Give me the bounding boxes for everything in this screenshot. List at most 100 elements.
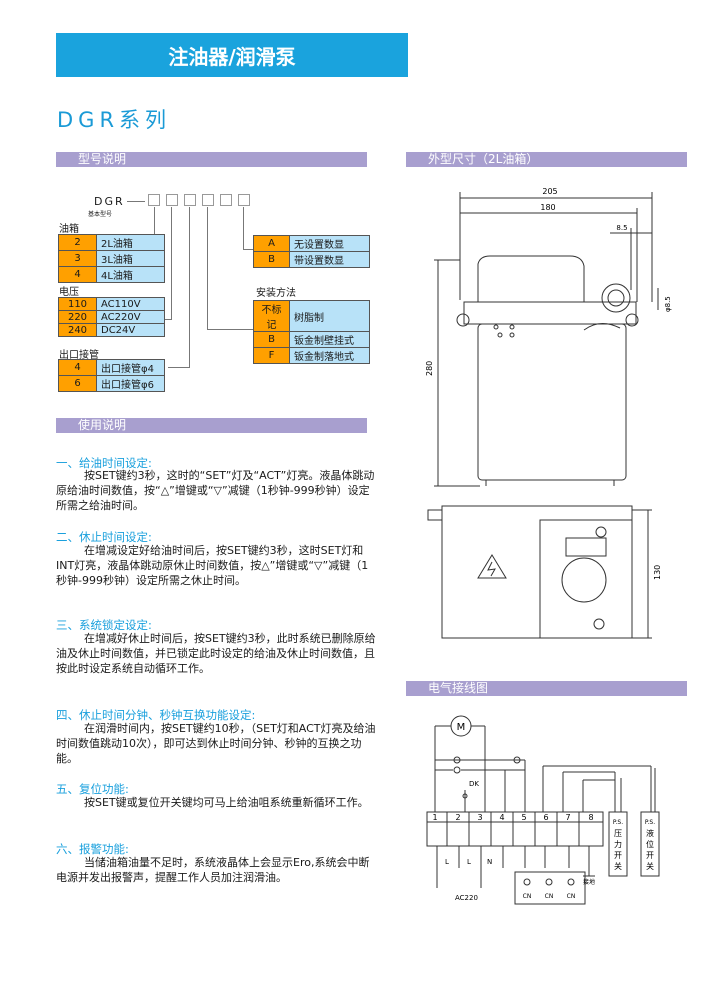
page-banner: 注油器/润滑泵 <box>56 33 408 77</box>
usage-text-3: 在增减好休止时间后，按SET键约3秒，此时系统已删除原给油及休止时间数值，并已锁… <box>56 632 376 675</box>
l1-label: L <box>445 858 449 866</box>
outlet-desc: 出口接管φ4 <box>96 359 165 376</box>
section-model-label: 型号说明 <box>78 152 127 166</box>
voltage-code: 220 <box>58 310 97 324</box>
mount-code: B <box>253 331 290 348</box>
ps1-label: P.S. <box>613 819 623 826</box>
code-box-5 <box>220 194 232 206</box>
motor-label: M <box>457 722 466 733</box>
mount-desc: 树脂制 <box>289 300 370 332</box>
section-wiring-label: 电气接线图 <box>428 681 489 695</box>
display-desc: 带设置数显 <box>289 251 370 268</box>
level-switch <box>640 811 660 877</box>
connector <box>189 207 190 367</box>
mount-group-title: 安装方法 <box>256 288 296 299</box>
terminal-3: 3 <box>477 813 482 822</box>
terminal-block <box>426 811 604 847</box>
cn-label: CN <box>567 893 576 900</box>
ac-label: AC220 <box>455 894 478 902</box>
ps1-char: 开 <box>614 851 622 860</box>
ps2-char: 液 <box>646 828 654 838</box>
outlet-desc: 出口接管φ6 <box>96 375 165 392</box>
ps1-char: 力 <box>614 839 622 849</box>
connector <box>243 249 253 250</box>
model-prefix-note: 基本型号 <box>88 211 113 218</box>
voltage-desc: AC220V <box>96 310 165 324</box>
code-box-6 <box>238 194 250 206</box>
connector <box>154 207 155 247</box>
connector <box>207 329 253 330</box>
dimension-drawing: 205 180 8.5 280 φ8.5 130 <box>425 187 672 639</box>
n-label: N <box>487 858 492 866</box>
dim-180: 180 <box>540 203 555 212</box>
dim-phi-8-5: φ8.5 <box>664 296 672 312</box>
dk-label: DK <box>469 780 479 788</box>
usage-text-5: 按SET键或复位开关键均可马上给油咀系统重新循环工作。 <box>84 796 369 809</box>
l2-label: L <box>467 858 471 866</box>
tank-code: 2 <box>58 234 97 251</box>
tank-code: 3 <box>58 250 97 267</box>
voltage-group-title: 电压 <box>59 287 79 298</box>
code-box-3 <box>184 194 196 206</box>
ground-label: 接地 <box>583 878 595 886</box>
section-dims: 外型尺寸（2L油箱） <box>406 152 687 167</box>
mount-desc: 钣金制壁挂式 <box>289 331 370 348</box>
tank-desc: 4L油箱 <box>96 266 165 283</box>
section-usage-label: 使用说明 <box>78 418 127 432</box>
usage-heading-6: 六、报警功能: <box>56 842 129 856</box>
pressure-switch <box>608 811 628 877</box>
dim-205: 205 <box>542 187 557 196</box>
dim-8-5: 8.5 <box>616 224 627 232</box>
terminal-7: 7 <box>565 813 570 822</box>
voltage-code: 240 <box>58 323 97 337</box>
model-prefix: DGR <box>94 195 125 208</box>
terminal-6: 6 <box>543 813 548 822</box>
voltage-desc: DC24V <box>96 323 165 337</box>
display-code: A <box>253 235 290 252</box>
code-box-4 <box>202 194 214 206</box>
section-wiring: 电气接线图 <box>406 681 687 696</box>
ps2-char: 位 <box>646 839 654 849</box>
usage-text-2: 在增减设定好给油时间后，按SET键约3秒，这时SET灯和INT灯亮，液晶体跳动原… <box>56 544 369 587</box>
ps2-char: 关 <box>646 861 654 871</box>
outlet-code: 4 <box>58 359 97 376</box>
tank-desc: 2L油箱 <box>96 234 165 251</box>
connector <box>243 207 244 249</box>
section-usage: 使用说明 <box>56 418 367 433</box>
section-dims-label: 外型尺寸（2L油箱） <box>428 152 539 166</box>
cn-label: CN <box>523 893 532 900</box>
ps2-char: 开 <box>646 851 654 860</box>
display-code: B <box>253 251 290 268</box>
mount-desc: 钣金制落地式 <box>289 347 370 364</box>
usage-heading-3: 三、系统锁定设定: <box>56 618 152 632</box>
connector <box>168 367 190 368</box>
tank-desc: 3L油箱 <box>96 250 165 267</box>
code-box-2 <box>166 194 178 206</box>
series-title: DGR系列 <box>57 108 172 132</box>
terminal-1: 1 <box>432 813 437 822</box>
terminal-4: 4 <box>499 813 504 822</box>
voltage-desc: AC110V <box>96 297 165 311</box>
usage-heading-1: 一、给油时间设定: <box>56 456 152 470</box>
usage-heading-2: 二、休止时间设定: <box>56 530 152 544</box>
wiring-diagram: M DK 1 2 3 4 5 6 7 8 P.S. 压 力 开 关 P.S. 液… <box>426 715 660 905</box>
cn-label: CN <box>545 893 554 900</box>
usage-heading-4: 四、休止时间分钟、秒钟互换功能设定: <box>56 708 256 722</box>
terminal-5: 5 <box>521 813 526 822</box>
voltage-code: 110 <box>58 297 97 311</box>
usage-text-1: 按SET键约3秒，这时的“SET”灯及“ACT”灯亮。液晶体跳动原给油时间数值，… <box>56 469 375 512</box>
usage-heading-5: 五、复位功能: <box>56 782 129 796</box>
connector <box>159 319 172 320</box>
terminal-2: 2 <box>455 813 460 822</box>
ps1-char: 关 <box>614 861 622 871</box>
tank-code: 4 <box>58 266 97 283</box>
mount-code: 不标记 <box>253 300 290 332</box>
outlet-group-title: 出口接管 <box>59 350 99 361</box>
terminal-8: 8 <box>588 813 593 822</box>
ps1-char: 压 <box>614 829 622 838</box>
dim-130: 130 <box>653 565 662 580</box>
connector <box>207 207 208 329</box>
